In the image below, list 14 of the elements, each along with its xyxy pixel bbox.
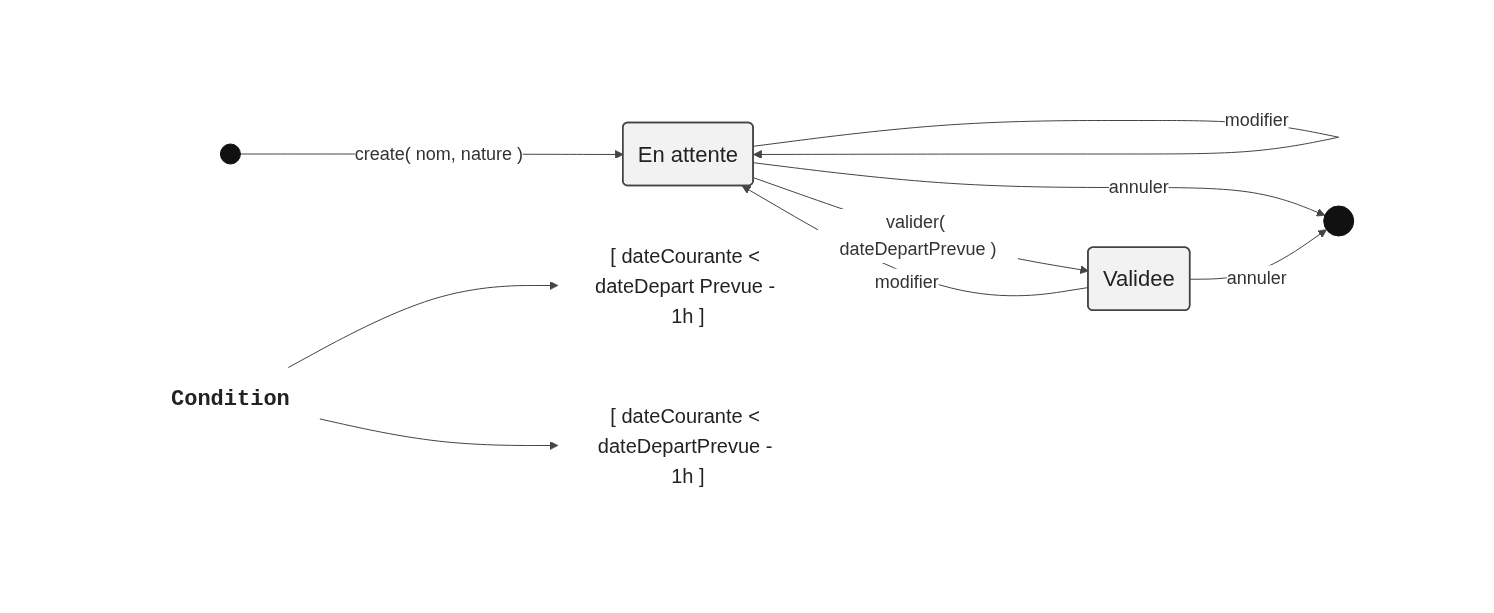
node-circle [1322,205,1354,237]
edge-label: annuler [1108,177,1169,198]
edge-label: annuler [1226,268,1287,289]
edge-label: valider( dateDepartPrevue ) [839,212,997,260]
node-text: Condition [170,386,290,412]
arrow [287,281,558,369]
arrow [318,418,558,451]
edge-label: create( nom, nature ) [354,143,523,164]
edge-label: modifier [1224,110,1289,131]
arrow [752,162,1325,217]
edge-label: modifier [874,271,939,292]
node-text: [ dateCourante < dateDepart Prevue - 1h ] [594,244,775,327]
node-text: [ dateCourante < dateDepartPrevue - 1h ] [597,404,773,487]
node-circle [219,143,241,165]
